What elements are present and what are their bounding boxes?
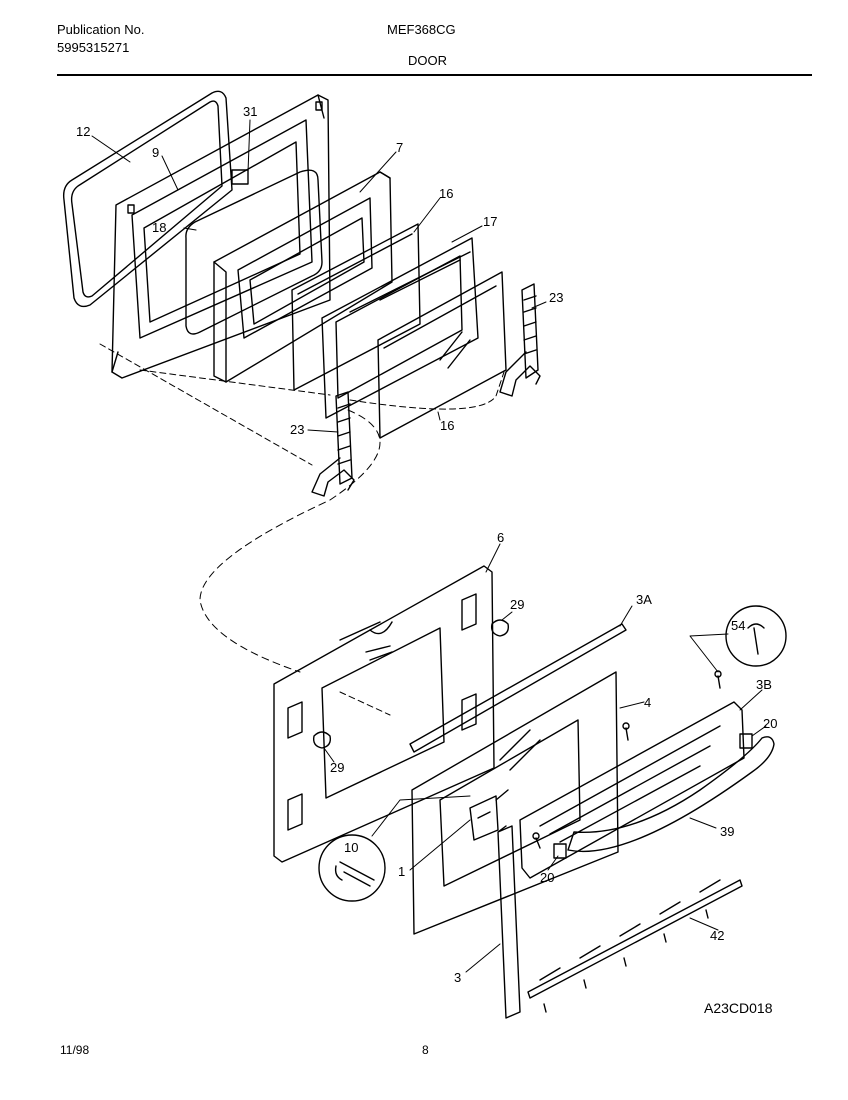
callout-29-upper: 29: [510, 597, 524, 612]
mounting-bracket: [469, 789, 509, 841]
door-gasket: [62, 90, 233, 308]
callout-54: 54: [731, 618, 745, 633]
callout-20-lower: 20: [540, 870, 554, 885]
hinge-right: [499, 283, 541, 397]
callout-16-bottom: 16: [440, 418, 454, 433]
handle-support: [519, 701, 745, 879]
callout-23-left: 23: [290, 422, 304, 437]
callout-16-top: 16: [439, 186, 453, 201]
trim-strip: [409, 623, 627, 753]
callout-29-lower: 29: [330, 760, 344, 775]
callout-39: 39: [720, 824, 734, 839]
publication-number: 5995315271: [57, 40, 130, 55]
hinge-left: [311, 391, 355, 497]
footer-page: 8: [422, 1043, 429, 1057]
callout-6: 6: [497, 530, 504, 545]
detail-circle-screw: [318, 795, 471, 902]
publication-label: Publication No.: [57, 22, 145, 37]
callout-4: 4: [644, 695, 651, 710]
callout-1: 1: [398, 864, 405, 879]
callout-3b: 3B: [756, 677, 772, 692]
footer-date: 11/98: [60, 1043, 90, 1057]
assembly-line-inner: [339, 691, 391, 716]
glass-pack: [321, 237, 479, 419]
section-title: DOOR: [408, 53, 447, 68]
callout-7: 7: [396, 140, 403, 155]
door-frame: [213, 171, 393, 383]
glass-pane-lower: [377, 271, 507, 439]
callout-12: 12: [76, 124, 90, 139]
callout-23-right: 23: [549, 290, 563, 305]
clip-lower: [553, 843, 567, 859]
leader-lines: [91, 119, 767, 973]
door-handle: [567, 736, 775, 853]
detail-circle-screw-small: [689, 605, 787, 673]
callout-20-upper: 20: [763, 716, 777, 731]
clip-upper: [739, 733, 753, 749]
callout-labels: 12 9 31 7 18 16 17 23 23 16 6 29 3A 54 4…: [76, 104, 777, 985]
inner-door-panel: [111, 94, 331, 379]
callout-17: 17: [483, 214, 497, 229]
plug-upper: [490, 619, 510, 637]
callout-3a: 3A: [636, 592, 652, 607]
diagram-code: A23CD018: [704, 1000, 773, 1016]
callout-42: 42: [710, 928, 724, 943]
outer-door-panel: [273, 565, 495, 863]
glass-pane-upper: [291, 223, 421, 391]
assembly-line-connection: [199, 409, 381, 673]
side-trim: [497, 825, 521, 1019]
outer-glass: [411, 671, 619, 935]
header-rule: [57, 74, 812, 76]
window-seal: [185, 169, 323, 335]
callout-18: 18: [152, 220, 166, 235]
plug-lower: [312, 731, 332, 749]
model-number: MEF368CG: [387, 22, 456, 37]
assembly-lines-upper: [99, 343, 505, 466]
callout-3: 3: [454, 970, 461, 985]
callout-9: 9: [152, 145, 159, 160]
callout-31: 31: [243, 104, 257, 119]
callout-10: 10: [344, 840, 358, 855]
screws: [532, 670, 722, 849]
vent-strip: [527, 879, 743, 1013]
